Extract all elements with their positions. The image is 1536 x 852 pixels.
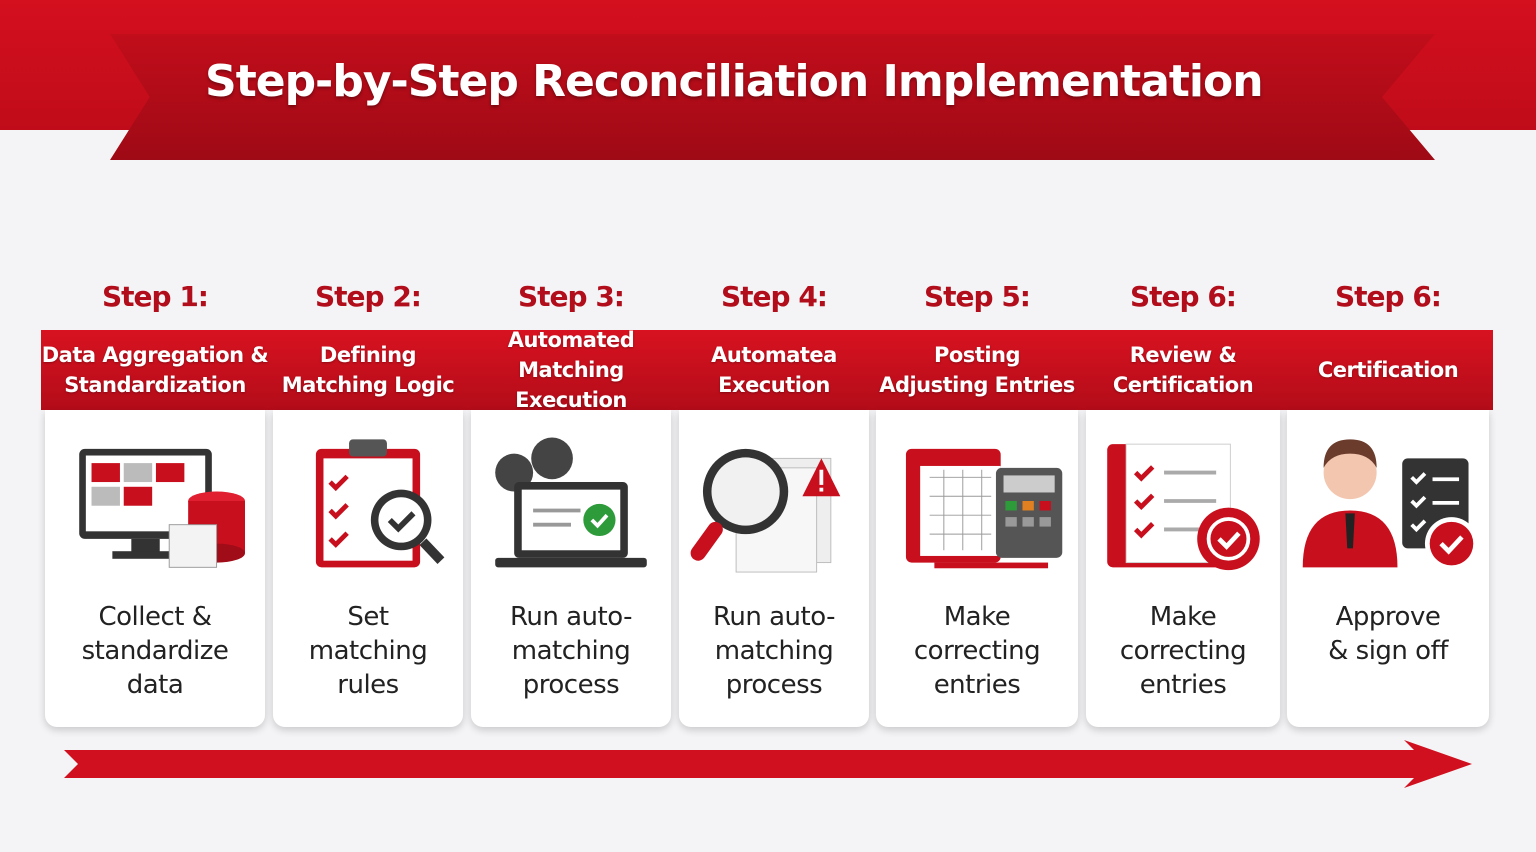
step-description-line: process [725, 670, 823, 700]
step-number: Step 5: [923, 280, 1031, 313]
step-heading-line: Standardization [64, 373, 246, 397]
step-card: Collect & standardize data [45, 410, 265, 727]
step-heading-line: Data Aggregation & [41, 343, 269, 367]
step-number: Step 6: [1129, 280, 1237, 313]
step-description-line: Run auto- [713, 602, 836, 632]
step-description-line: rules [337, 670, 399, 700]
step-card: Approve & sign off [1287, 410, 1489, 727]
step-description-line: standardize [81, 636, 229, 666]
progress-arrow-icon [64, 740, 1472, 788]
step-description-line: Collect & [98, 602, 212, 632]
step-heading-line: Certification [1112, 373, 1254, 397]
step-card: Run auto-matching process [679, 410, 869, 727]
step-description-line: data [126, 670, 184, 700]
step-description: Run auto-matching process [471, 600, 671, 702]
step-number: Step 2: [314, 280, 422, 313]
step-card: Set matching rules [273, 410, 463, 727]
person-approval-icon [1302, 439, 1478, 571]
step-description-line: correcting [1119, 636, 1247, 666]
step-heading-line: Automatea [711, 343, 837, 367]
step-card: Make correcting entries [1086, 410, 1280, 727]
step-description: Run auto-matching process [679, 600, 869, 702]
step-description-line: Set [347, 602, 389, 632]
page-title: Step-by-Step Reconciliation Implementati… [205, 56, 1264, 107]
title-ribbon [110, 34, 1435, 160]
step-heading-line: Certification [1317, 358, 1459, 382]
step-description: Make correcting entries [876, 600, 1078, 702]
step-description-line: Make [1149, 602, 1217, 632]
clipboard-magnifier-icon [315, 439, 445, 568]
laptop-gears-icon [495, 437, 647, 568]
step-heading-line: Posting [933, 343, 1021, 367]
step-description: Set matching rules [273, 600, 463, 702]
step-description-line: matching [511, 636, 631, 666]
step-description-line: Run auto- [510, 602, 633, 632]
step-number: Step 3: [517, 280, 625, 313]
step-heading-line: Automated [507, 328, 635, 352]
step-heading-line: Execution [718, 373, 830, 397]
step-description-line: entries [1139, 670, 1227, 700]
step-card: Run auto-matching process [471, 410, 671, 727]
magnifier-warning-icon [690, 448, 841, 573]
step-description: Approve & sign off [1287, 600, 1489, 668]
step-card: Make correcting entries [876, 410, 1078, 727]
step-description: Make correcting entries [1086, 600, 1280, 702]
step-number: Step 4: [720, 280, 828, 313]
step-description-line: Approve [1335, 602, 1441, 632]
step-heading-line: Matching Logic [281, 373, 455, 397]
step-description-line: & sign off [1328, 636, 1448, 666]
step-heading: Data Aggregation & Standardization [41, 330, 269, 410]
ledger-calculator-icon [905, 448, 1063, 569]
step-heading: Review & Certification [1082, 330, 1284, 410]
step-description-line: matching [308, 636, 428, 666]
step-description-line: correcting [913, 636, 1041, 666]
step-heading-line: Adjusting Entries [879, 373, 1075, 397]
step-description-line: entries [933, 670, 1021, 700]
step-heading-line: Defining [319, 343, 417, 367]
checklist-badge-icon [1107, 443, 1260, 571]
step-description-line: process [522, 670, 620, 700]
step-heading: Certification [1283, 330, 1493, 410]
step-description-line: matching [714, 636, 834, 666]
step-description: Collect & standardize data [45, 600, 265, 702]
step-heading-line: Review & [1129, 343, 1237, 367]
step-number: Step 1: [101, 280, 209, 313]
step-number: Step 6: [1334, 280, 1442, 313]
step-heading-line: Matching Execution [515, 358, 627, 412]
step-description-line: Make [943, 602, 1011, 632]
monitor-database-icon [79, 448, 245, 568]
